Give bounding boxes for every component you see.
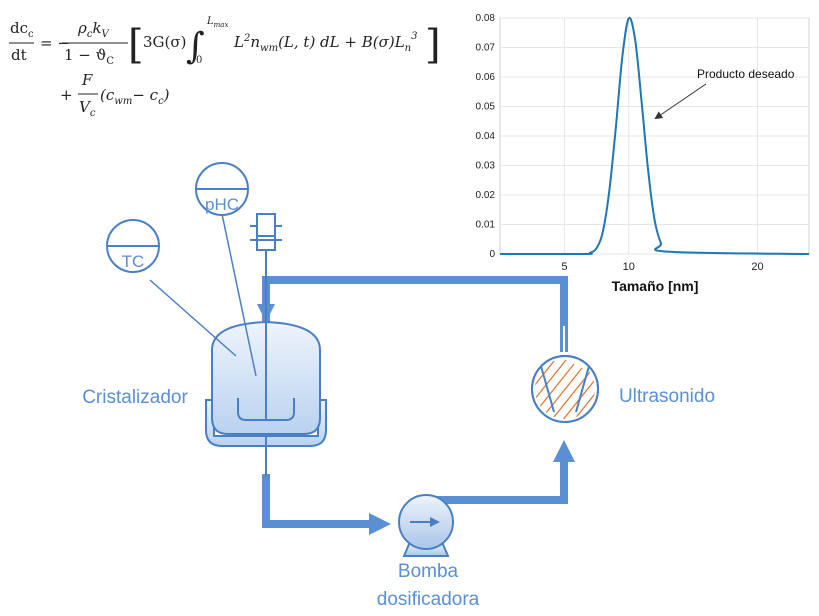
y-tick-label: 0.04 <box>476 131 496 142</box>
y-tick-label: 0.05 <box>476 102 496 113</box>
eq-equals: = − <box>40 34 70 52</box>
process-flow: TC pHC <box>82 162 715 610</box>
x-tick-label: 10 <box>623 261 635 273</box>
crystallizer-label: Cristalizador <box>82 387 188 408</box>
discharge-pipe <box>426 458 568 504</box>
outlet-pipe <box>262 474 375 528</box>
y-tick-label: 0.02 <box>476 190 496 201</box>
eq-frac2-denominator: Vc <box>79 98 96 119</box>
eq-frac1-denominator: 1 − ϑC <box>64 46 114 67</box>
x-tick-label: 20 <box>751 261 763 273</box>
y-tick-label: 0.06 <box>476 72 496 83</box>
crystallizer-vessel <box>205 250 327 476</box>
ultrasound-right-edge <box>575 365 590 413</box>
annotation-arrow <box>654 83 707 120</box>
y-tick-label: 0.07 <box>476 43 496 54</box>
ultrasound-label: Ultrasonido <box>619 386 715 407</box>
phc-signal-line <box>221 213 257 377</box>
pump-label-line1: Bomba <box>398 561 459 582</box>
eq-frac2-numerator: F <box>81 71 93 89</box>
eq-frac1-numerator: ρckV <box>77 19 111 40</box>
eq-right-bracket: ] <box>425 22 441 68</box>
chart-grid <box>500 17 809 255</box>
eq-plus: + <box>60 86 73 104</box>
phc-instrument: pHC <box>195 162 257 377</box>
phc-label: pHC <box>205 195 239 214</box>
y-tick-label: 0.03 <box>476 161 496 172</box>
tc-label: TC <box>122 252 145 271</box>
eq-integral-sign: ∫ <box>186 26 205 67</box>
eq-integral-lower: 0 <box>196 55 202 66</box>
y-tick-label: 0.01 <box>476 220 496 231</box>
ultrasound-unit <box>531 355 599 423</box>
eq-left-bracket: [ <box>128 22 144 68</box>
eq-bracket-a: 3G(σ) <box>143 33 186 51</box>
distribution-line <box>500 16 810 256</box>
y-tick-labels: 0 0.01 0.02 0.03 0.04 0.05 0.06 0.07 0.08 <box>476 13 496 260</box>
eq-integrand: L2nwm(L, t) dL + B(σ)Ln3 <box>233 31 417 54</box>
x-axis-label: Tamaño [nm] <box>612 278 699 294</box>
pump-arrow-head <box>430 517 440 527</box>
eq-lhs-numerator: dcc <box>10 19 34 40</box>
eq-lhs-denominator: dt <box>11 46 27 64</box>
annotation-label: Producto deseado <box>697 67 795 81</box>
discharge-pipe-arrow <box>553 440 575 462</box>
ultrasound-left-edge <box>540 365 555 413</box>
y-tick-label: 0.08 <box>476 13 496 24</box>
agitator-motor <box>250 213 282 251</box>
pump-label-line2: dosificadora <box>377 589 480 610</box>
tc-instrument: TC <box>106 219 237 357</box>
outlet-pipe-arrow <box>369 513 391 535</box>
x-tick-labels: 5 10 20 <box>561 261 763 273</box>
motor-box <box>256 213 276 251</box>
eq-integral-upper: Lmax <box>206 16 228 29</box>
agitator-impeller <box>237 398 295 421</box>
tc-signal-line <box>149 279 237 357</box>
dosing-pump <box>398 494 454 557</box>
y-tick-label: 0 <box>489 249 495 260</box>
x-tick-label: 5 <box>561 261 567 273</box>
growth-equation: dcc dt = − ρckV 1 − ϑC [ 3G(σ) ∫ 0 Lmax … <box>9 16 441 119</box>
eq-tail: (cwm− cc) <box>100 86 170 107</box>
